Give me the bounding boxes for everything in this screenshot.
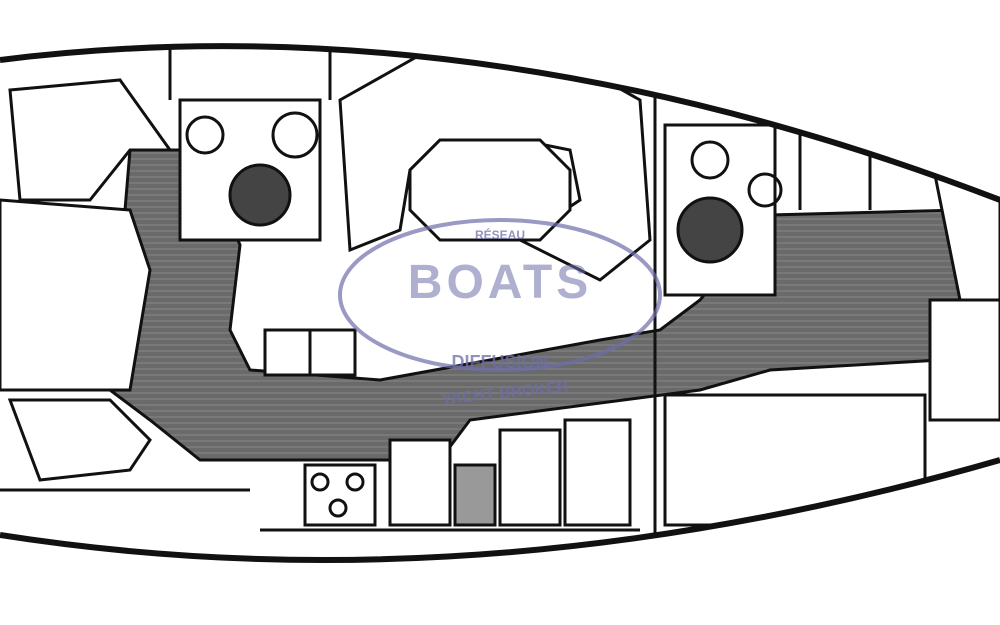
aft-cabin-bottom [7, 398, 152, 482]
forward-cabin [663, 393, 927, 527]
sink-forward [676, 196, 744, 264]
cockpit [0, 198, 152, 392]
saloon-table [408, 138, 572, 242]
sink-aft [228, 163, 292, 227]
galley-counter [388, 438, 452, 527]
hull-outline [0, 43, 1000, 563]
watermark-top: RÉSEAU [474, 228, 525, 242]
watermark-middle: DIFFUSION [451, 352, 549, 372]
watermark-ellipse [338, 218, 662, 372]
galley-sink [453, 463, 497, 527]
watermark-brand-logo: BOATS [407, 256, 593, 309]
aft-cabin-top [8, 78, 173, 202]
chart-table [498, 428, 562, 527]
